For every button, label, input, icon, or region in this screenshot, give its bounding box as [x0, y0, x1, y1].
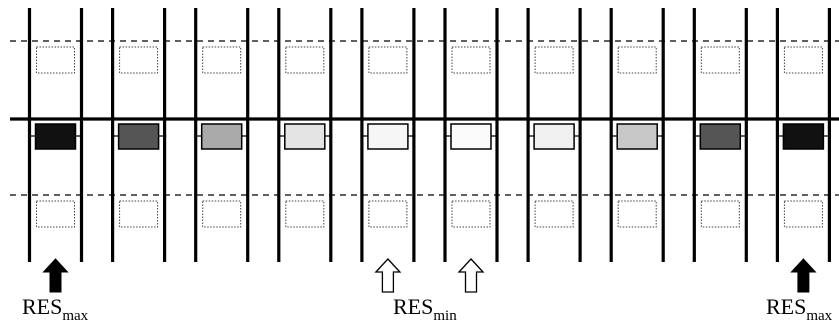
bottom-dotted-cell-1: [119, 200, 159, 228]
top-dotted-cell-8: [700, 46, 740, 74]
top-dotted-cell-6: [534, 46, 574, 74]
top-dotted-cell-5: [451, 46, 491, 74]
bottom-dotted-cell-6: [534, 200, 574, 228]
active-cell-0: [34, 123, 77, 150]
bottom-dotted-cell-5: [451, 200, 491, 228]
bottom-dotted-cell-2: [202, 200, 242, 228]
row-lines: [10, 40, 839, 196]
bottom-dotted-cell-4: [368, 200, 408, 228]
active-cell-8: [699, 123, 742, 150]
active-cell-6: [533, 123, 575, 150]
active-cell-3: [284, 123, 326, 150]
active-cell-9: [782, 123, 825, 150]
active-cell-7: [616, 123, 658, 150]
filled-arrow-0: [42, 258, 69, 293]
bottom-dotted-cell-7: [617, 200, 657, 228]
top-dotted-cell-0: [36, 46, 75, 74]
top-dotted-cell-9: [783, 46, 823, 74]
res-max-right-label: RESmax: [766, 294, 833, 324]
bottom-dotted-cell-8: [700, 200, 740, 228]
bottom-dotted-cell-9: [783, 200, 823, 228]
top-dotted-cell-2: [202, 46, 242, 74]
column-lines: [27, 8, 832, 262]
active-cell-2: [200, 123, 243, 150]
outline-arrow-4: [374, 258, 402, 293]
res-max-left-label: RESmax: [22, 294, 89, 324]
res-min-label: RESmin: [393, 294, 457, 324]
active-cell-4: [367, 123, 409, 150]
active-cell-5: [450, 123, 492, 150]
arrows: [42, 258, 817, 293]
top-dotted-cell-7: [617, 46, 657, 74]
top-dotted-cell-4: [368, 46, 408, 74]
top-dotted-cell-3: [285, 46, 325, 74]
top-dotted-cell-1: [119, 46, 159, 74]
pixel-cells: [29, 46, 830, 228]
bottom-dotted-cell-0: [36, 200, 75, 228]
bottom-dotted-cell-3: [285, 200, 325, 228]
active-cell-1: [117, 123, 160, 150]
outline-arrow-5: [457, 258, 485, 293]
filled-arrow-9: [790, 258, 817, 293]
